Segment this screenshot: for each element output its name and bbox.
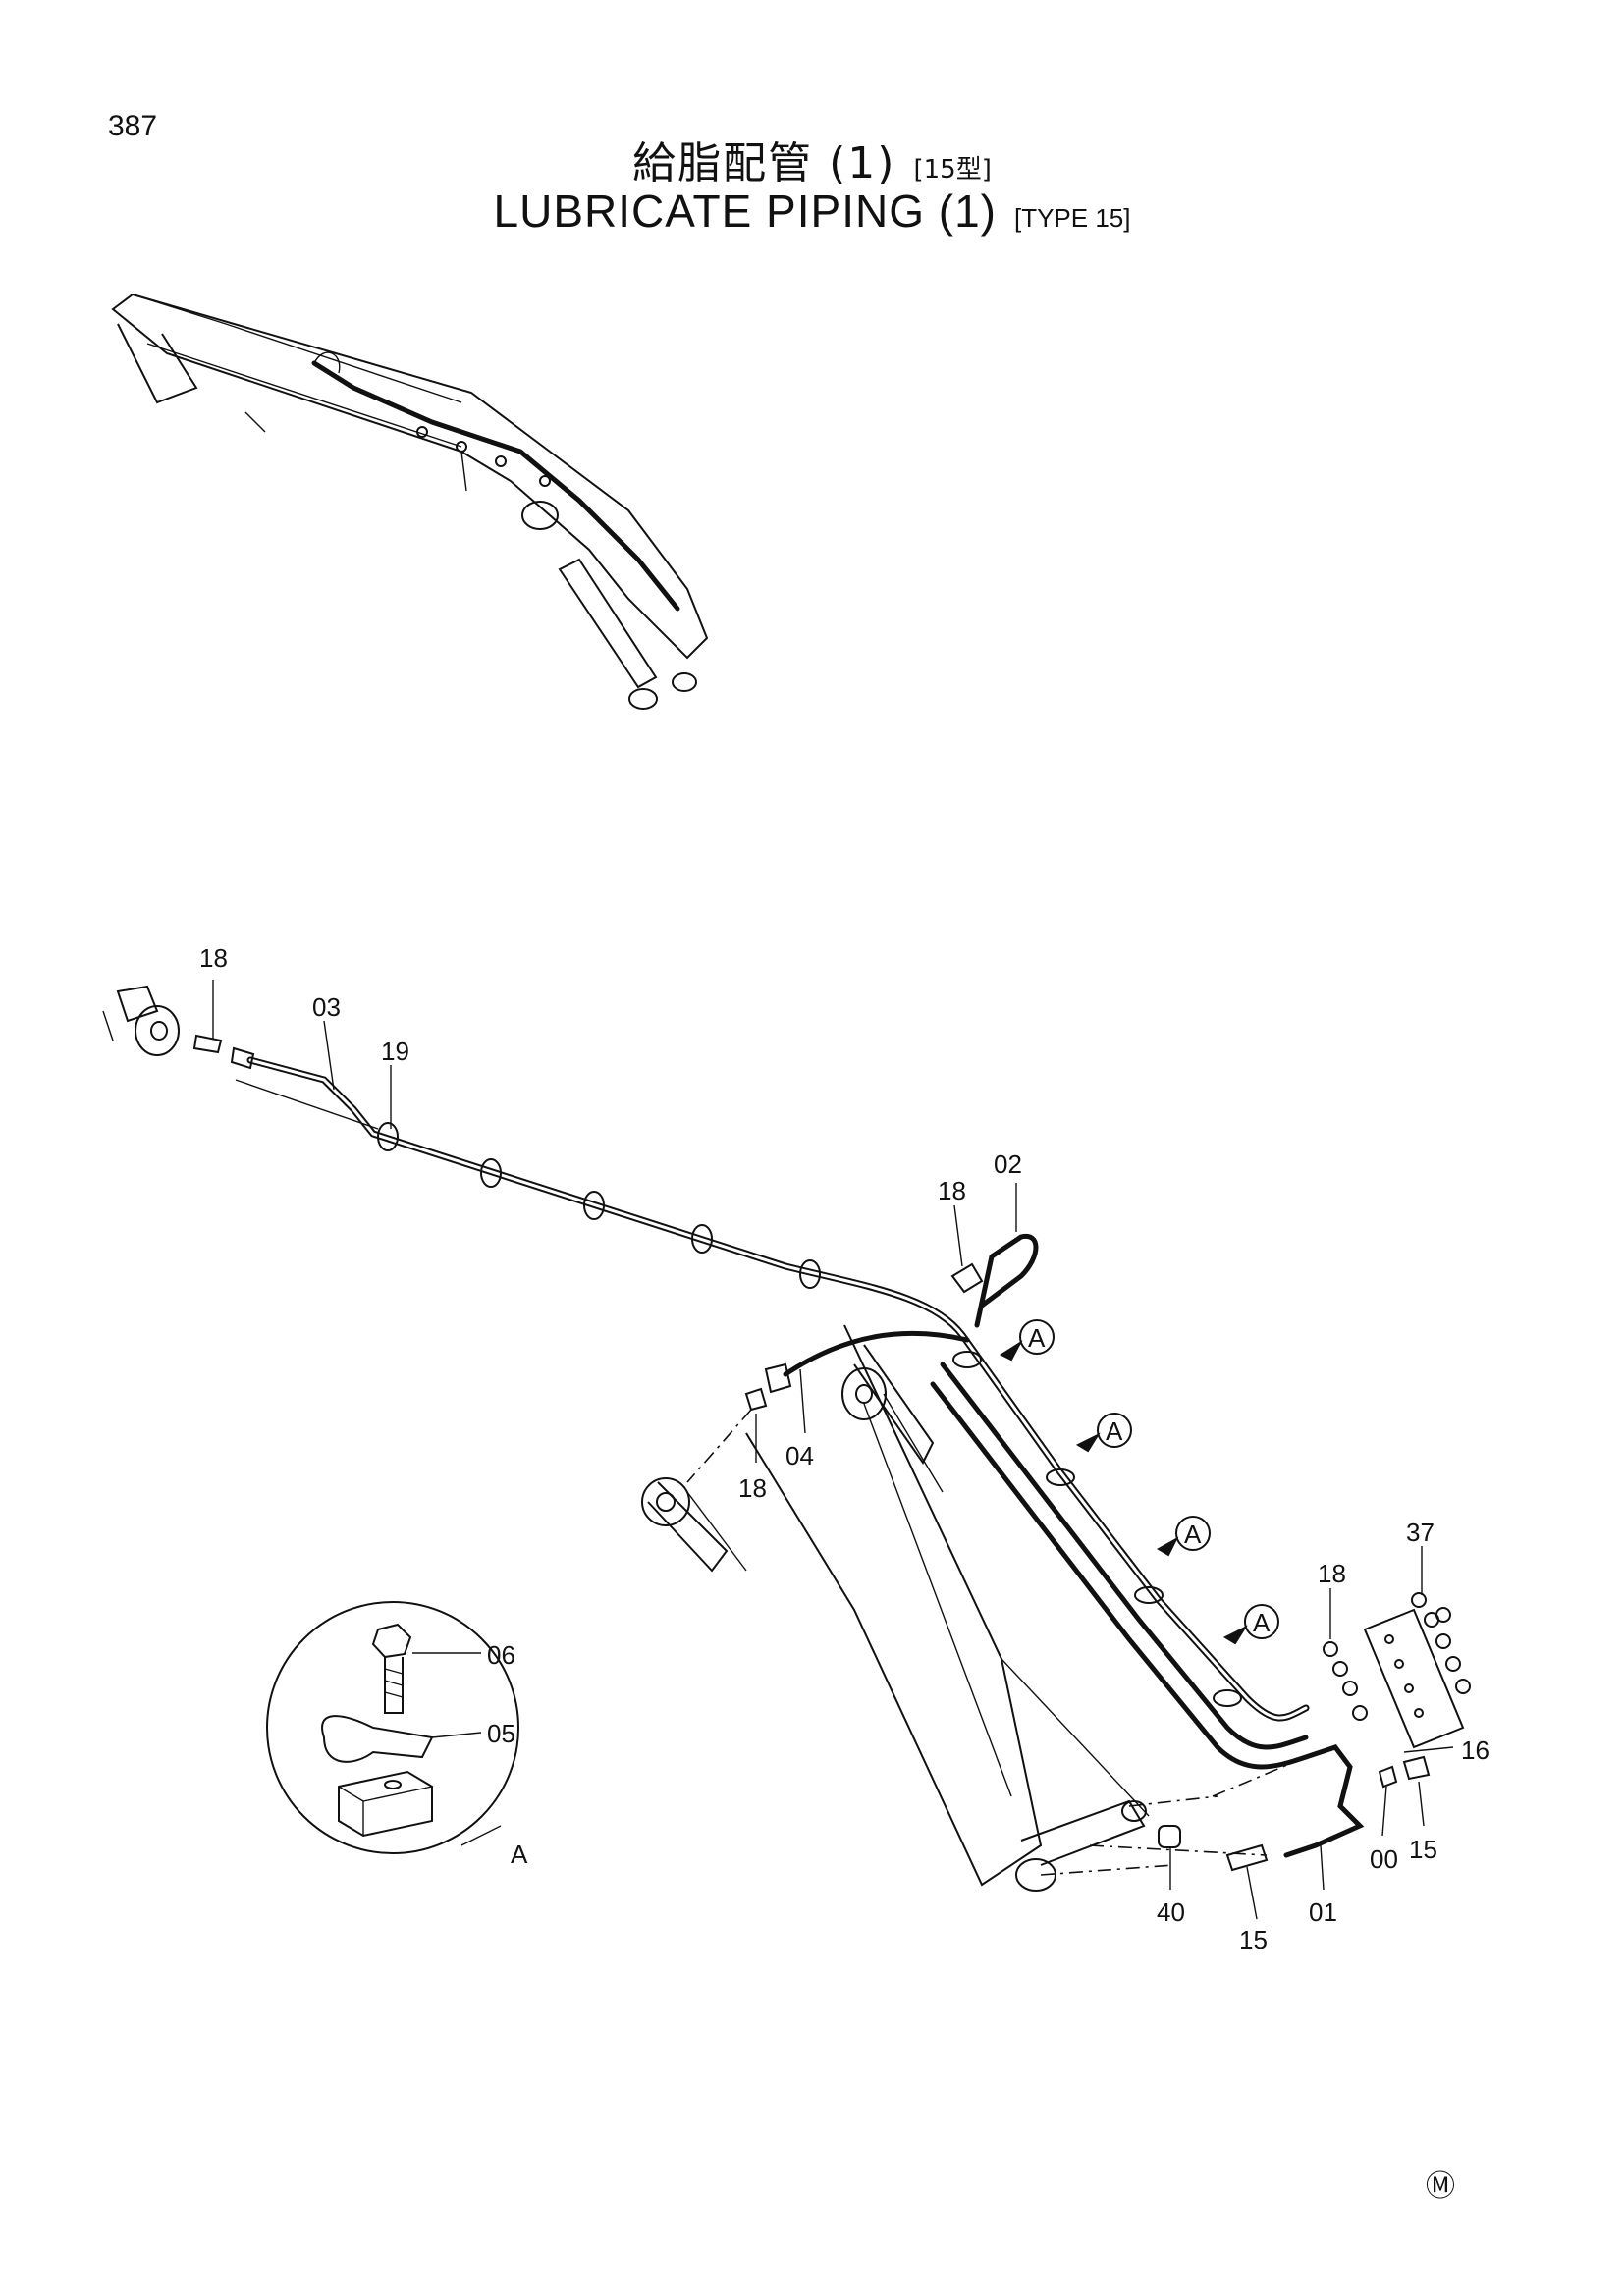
title-jp-text: 給脂配管 (1) <box>632 138 896 188</box>
callout-04: 04 <box>785 1441 814 1470</box>
callout-18-c: 18 <box>738 1473 767 1503</box>
callout-01: 01 <box>1309 1897 1337 1927</box>
manufacturer-mark: Ⓜ <box>1426 2170 1455 2203</box>
page-number: 387 <box>108 110 158 142</box>
callout-18-b: 18 <box>938 1176 966 1205</box>
title-en-tag: [TYPE 15] <box>1013 203 1131 233</box>
overview-boom-sketch <box>111 293 709 710</box>
callout-15-a: 15 <box>1409 1835 1437 1864</box>
marker-a-3: A <box>1184 1520 1202 1549</box>
callout-37: 37 <box>1406 1518 1435 1547</box>
main-exploded-view <box>102 985 1471 1892</box>
callout-40: 40 <box>1157 1897 1185 1927</box>
part-callouts: 18 03 19 02 18 04 18 18 37 16 15 00 01 1… <box>199 943 1489 1954</box>
callout-02: 02 <box>994 1149 1022 1179</box>
title-jp-tag: [15型] <box>913 155 992 185</box>
title-english: LUBRICATE PIPING (1) [TYPE 15] <box>0 185 1624 238</box>
callout-16: 16 <box>1461 1735 1489 1765</box>
leader-lines <box>212 980 1454 1920</box>
callout-03: 03 <box>312 992 341 1022</box>
marker-a-2: A <box>1106 1416 1123 1446</box>
callout-06: 06 <box>487 1640 515 1670</box>
callout-18-d: 18 <box>1318 1559 1346 1588</box>
callout-19: 19 <box>381 1037 409 1066</box>
callout-00: 00 <box>1370 1844 1398 1874</box>
callout-15-b: 15 <box>1239 1925 1268 1954</box>
callout-05: 05 <box>487 1719 515 1748</box>
title-en-text: LUBRICATE PIPING (1) <box>493 186 997 237</box>
grease-nipples <box>1323 1592 1471 1721</box>
title-japanese: 給脂配管 (1) [15型] <box>0 128 1624 190</box>
clamp-series <box>377 1122 1242 1707</box>
marker-a-1: A <box>1028 1323 1046 1353</box>
clamp-a-markers: A A A A <box>999 1319 1279 1645</box>
detail-a-inset: A <box>266 1601 528 1869</box>
detail-label: A <box>511 1840 528 1869</box>
marker-a-4: A <box>1253 1608 1271 1637</box>
callout-18-a: 18 <box>199 943 228 973</box>
